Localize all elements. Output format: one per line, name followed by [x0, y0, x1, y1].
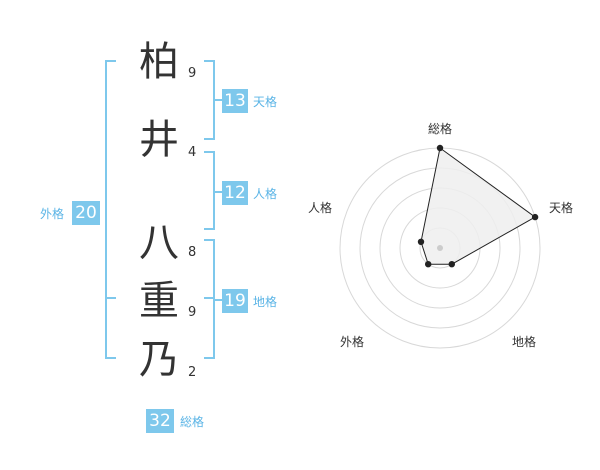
chikaku-label: 地格 [253, 295, 278, 309]
radar-center-dot [437, 245, 443, 251]
stroke-count-3: 8 [188, 245, 197, 260]
kanji-char-2: 井 [139, 117, 179, 163]
radar-point-1 [436, 144, 444, 152]
kanji-char-4: 重 [139, 278, 179, 324]
radar-point-3 [448, 261, 455, 268]
radar-point-2 [531, 213, 539, 221]
radar-point-5 [417, 238, 425, 245]
kanji-char-1: 柏 [139, 39, 179, 85]
radar-axis-label-gaikaku: 外格 [340, 335, 365, 349]
tenkaku-label: 天格 [253, 95, 278, 109]
jinkaku-label: 人格 [253, 187, 278, 201]
radar-data-polygon [420, 147, 537, 265]
radar-point-4 [425, 261, 432, 268]
radar-axis-label-chikaku: 地格 [512, 335, 537, 349]
kanji-char-5: 乃 [139, 337, 179, 383]
kanji-char-3: 八 [139, 220, 179, 266]
chikaku-badge: 19 [222, 289, 248, 313]
radar-axis-label-tenkaku: 天格 [549, 201, 574, 215]
radar-axis-label-soukaku: 総格 [428, 122, 453, 136]
stroke-count-2: 4 [188, 145, 197, 160]
gaikaku-badge: 20 [72, 201, 100, 225]
soukaku-label: 総格 [180, 415, 205, 429]
soukaku-badge: 32 [146, 409, 174, 433]
stroke-count-1: 9 [188, 66, 197, 81]
stroke-count-4: 9 [188, 305, 197, 320]
stroke-count-5: 2 [188, 365, 197, 380]
jinkaku-badge: 12 [222, 181, 248, 205]
radar-axis-label-jinkaku: 人格 [308, 201, 333, 215]
jinkaku-bracket [204, 151, 215, 230]
gaikaku-label: 外格 [40, 207, 65, 221]
tenkaku-badge: 13 [222, 89, 248, 113]
gaikaku-bracket [105, 60, 116, 359]
